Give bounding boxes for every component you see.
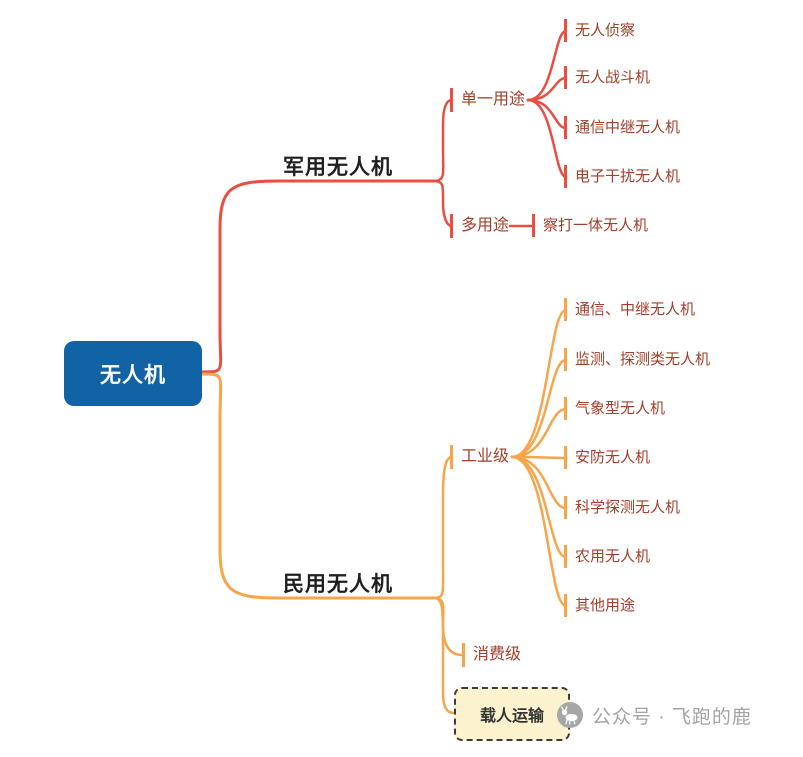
connector-single-to-child-4 xyxy=(526,98,568,179)
connector-military-to-single-use xyxy=(432,98,454,183)
connector-root-to-civil xyxy=(200,372,436,600)
node-passenger-transport: 载人运输 xyxy=(454,687,570,741)
leaf-other-uses: 其他用途 xyxy=(564,594,637,617)
connector-civil-to-consumer xyxy=(432,596,464,657)
leaf-monitoring-drone: 监测、探测类无人机 xyxy=(564,348,712,371)
leaf-agriculture-drone: 农用无人机 xyxy=(564,545,652,568)
leaf-comm-relay-drone: 通信中继无人机 xyxy=(564,116,682,139)
node-single-use: 单一用途 xyxy=(450,88,527,112)
connector-civil-to-passenger xyxy=(432,596,456,715)
watermark-text: 公众号 · 飞跑的鹿 xyxy=(592,706,752,728)
leaf-combat-drone: 无人战斗机 xyxy=(564,66,652,89)
connector-single-to-child-1 xyxy=(526,29,568,102)
civil-connectors xyxy=(200,308,568,715)
node-industrial-grade: 工业级 xyxy=(450,445,511,469)
connector-industrial-to-child-2 xyxy=(510,358,568,459)
root-node-drone: 无人机 xyxy=(64,341,202,406)
leaf-jamming-drone: 电子干扰无人机 xyxy=(564,165,682,188)
connector-industrial-to-child-7 xyxy=(510,455,568,608)
node-multi-use: 多用途 xyxy=(450,214,511,238)
leaf-recon-strike-drone: 察打一体无人机 xyxy=(532,214,650,237)
deer-logo-icon xyxy=(557,702,583,728)
connector-industrial-to-child-3 xyxy=(510,407,568,459)
connector-civil-to-industrial xyxy=(432,455,454,600)
watermark: 公众号 · 飞跑的鹿 xyxy=(556,701,752,729)
connector-military-to-multi-use xyxy=(432,179,454,228)
leaf-weather-drone: 气象型无人机 xyxy=(564,397,667,420)
branch-civil: 民用无人机 xyxy=(283,573,393,596)
branch-military: 军用无人机 xyxy=(283,156,393,179)
leaf-science-drone: 科学探测无人机 xyxy=(564,496,682,519)
leaf-comm-relay-civil-drone: 通信、中继无人机 xyxy=(564,298,697,321)
connector-industrial-to-child-1 xyxy=(510,308,568,459)
connector-root-to-military xyxy=(200,179,436,374)
leaf-recon-drone: 无人侦察 xyxy=(564,19,637,42)
node-consumer-grade: 消费级 xyxy=(462,643,523,667)
leaf-security-drone: 安防无人机 xyxy=(564,446,652,469)
military-connectors xyxy=(200,29,568,374)
